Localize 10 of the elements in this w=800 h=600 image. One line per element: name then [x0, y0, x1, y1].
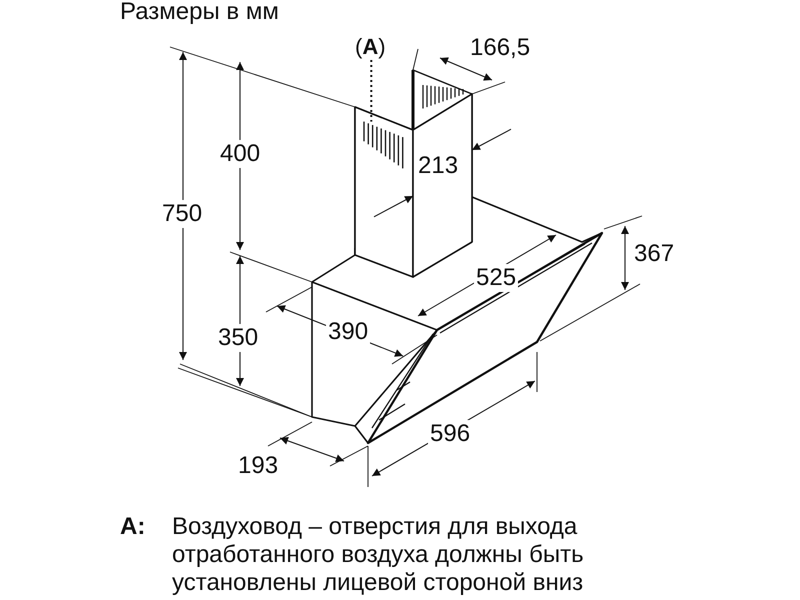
dimension-label: 750 — [160, 200, 204, 228]
callout-label: (A) — [355, 34, 386, 60]
leader-line — [370, 60, 372, 122]
note-marker: A: — [119, 513, 146, 541]
dimension-label: 350 — [216, 324, 260, 352]
vent-slots — [363, 122, 404, 168]
units-note: Размеры в мм — [119, 0, 280, 26]
dimension-label: 525 — [474, 264, 518, 292]
dimension-label: 400 — [218, 140, 262, 168]
note-text: Воздуховод – отверстия для выхода отработанного воздуха должны быть установлены лицевой стороной вниз — [171, 513, 585, 597]
